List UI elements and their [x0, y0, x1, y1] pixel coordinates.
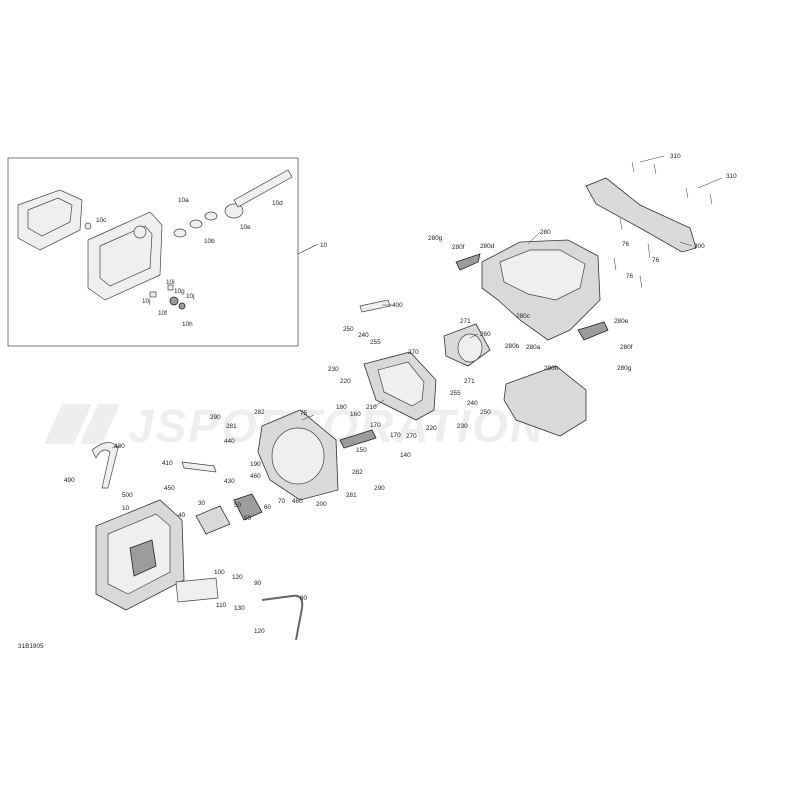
label-280: 280	[540, 229, 551, 236]
label-240a: 240	[358, 332, 369, 339]
label-250b: 250	[480, 409, 491, 416]
label-280g: 280g	[428, 235, 443, 242]
diagram-code: 31B1905	[18, 643, 44, 650]
part-labels: 310 310 300 280 280g 280f 280d 76 76 76 …	[64, 153, 737, 635]
label-280f-b: 280f	[620, 344, 633, 351]
label-490: 490	[64, 477, 75, 484]
inset-panel	[7, 157, 319, 347]
label-10b: 10b	[204, 238, 215, 245]
label-310: 310	[670, 153, 681, 160]
label-255b: 255	[450, 390, 461, 397]
label-280c: 280c	[516, 313, 531, 320]
label-10a: 10a	[178, 197, 189, 204]
label-280d: 280d	[480, 243, 495, 250]
label-110: 110	[216, 602, 227, 609]
label-460a: 460	[250, 473, 261, 480]
label-10-inset: 10	[320, 242, 328, 249]
label-180: 180	[336, 404, 347, 411]
label-280b: 280b	[505, 343, 520, 350]
label-290a: 290	[210, 414, 221, 421]
label-50b: 50	[244, 515, 252, 522]
label-10j-a: 10j	[142, 298, 151, 305]
label-90: 90	[254, 580, 262, 587]
inset-frame	[7, 157, 299, 347]
label-280f: 280f	[452, 244, 465, 251]
label-75: 75	[300, 410, 308, 417]
label-190: 190	[250, 461, 261, 468]
label-410: 410	[162, 460, 173, 467]
label-10j-b: 10j	[186, 293, 195, 300]
label-140: 140	[400, 452, 411, 459]
label-282a: 282	[254, 409, 265, 416]
label-210: 210	[366, 404, 377, 411]
label-10d: 10d	[272, 200, 283, 207]
label-230b: 230	[457, 423, 468, 430]
label-480: 480	[114, 443, 125, 450]
label-10i: 10i	[166, 279, 175, 286]
label-10e: 10e	[240, 224, 251, 231]
label-200: 200	[316, 501, 327, 508]
label-270b: 270	[406, 433, 417, 440]
label-500: 500	[122, 492, 133, 499]
label-10-main: 10	[122, 505, 130, 512]
label-150: 150	[356, 447, 367, 454]
label-220a: 220	[340, 378, 351, 385]
label-80: 80	[300, 595, 308, 602]
label-271a: 271	[460, 318, 471, 325]
label-400: 400	[392, 302, 403, 309]
parts	[91, 161, 713, 641]
label-271b: 271	[464, 378, 475, 385]
label-260: 260	[480, 331, 491, 338]
label-310b: 310	[726, 173, 737, 180]
label-280a: 280a	[526, 344, 541, 351]
label-281a: 281	[226, 423, 237, 430]
label-10f: 10f	[158, 310, 167, 317]
label-10c: 10c	[96, 217, 107, 224]
label-440: 440	[224, 438, 235, 445]
label-430: 430	[224, 478, 235, 485]
label-450: 450	[164, 485, 175, 492]
label-281b: 281	[346, 492, 357, 499]
label-290b: 290	[374, 485, 385, 492]
label-280e: 280e	[614, 318, 629, 325]
leader-lines	[111, 155, 723, 449]
label-230a: 230	[328, 366, 339, 373]
label-280h: 280h	[544, 365, 559, 372]
label-76c: 76	[626, 273, 634, 280]
label-240b: 240	[467, 400, 478, 407]
label-50a: 50	[234, 502, 242, 509]
label-282b: 282	[352, 469, 363, 476]
label-170b: 170	[390, 432, 401, 439]
label-100: 100	[214, 569, 225, 576]
label-76a: 76	[622, 241, 630, 248]
label-280g-b: 280g	[617, 365, 632, 372]
label-10h: 10h	[182, 321, 193, 328]
label-220b: 220	[426, 425, 437, 432]
label-130: 130	[234, 605, 245, 612]
label-120b: 120	[254, 628, 265, 635]
label-250a: 250	[343, 326, 354, 333]
label-70: 70	[278, 498, 286, 505]
label-300: 300	[694, 243, 705, 250]
label-160: 160	[350, 411, 361, 418]
label-76b: 76	[652, 257, 660, 264]
label-10g: 10g	[174, 288, 185, 295]
label-270a: 270	[408, 349, 419, 356]
label-170a: 170	[370, 422, 381, 429]
label-460b: 460	[292, 498, 303, 505]
label-40: 40	[178, 512, 186, 519]
label-120a: 120	[232, 574, 243, 581]
label-30: 30	[198, 500, 206, 507]
label-255a: 255	[370, 339, 381, 346]
label-60: 60	[264, 504, 272, 511]
